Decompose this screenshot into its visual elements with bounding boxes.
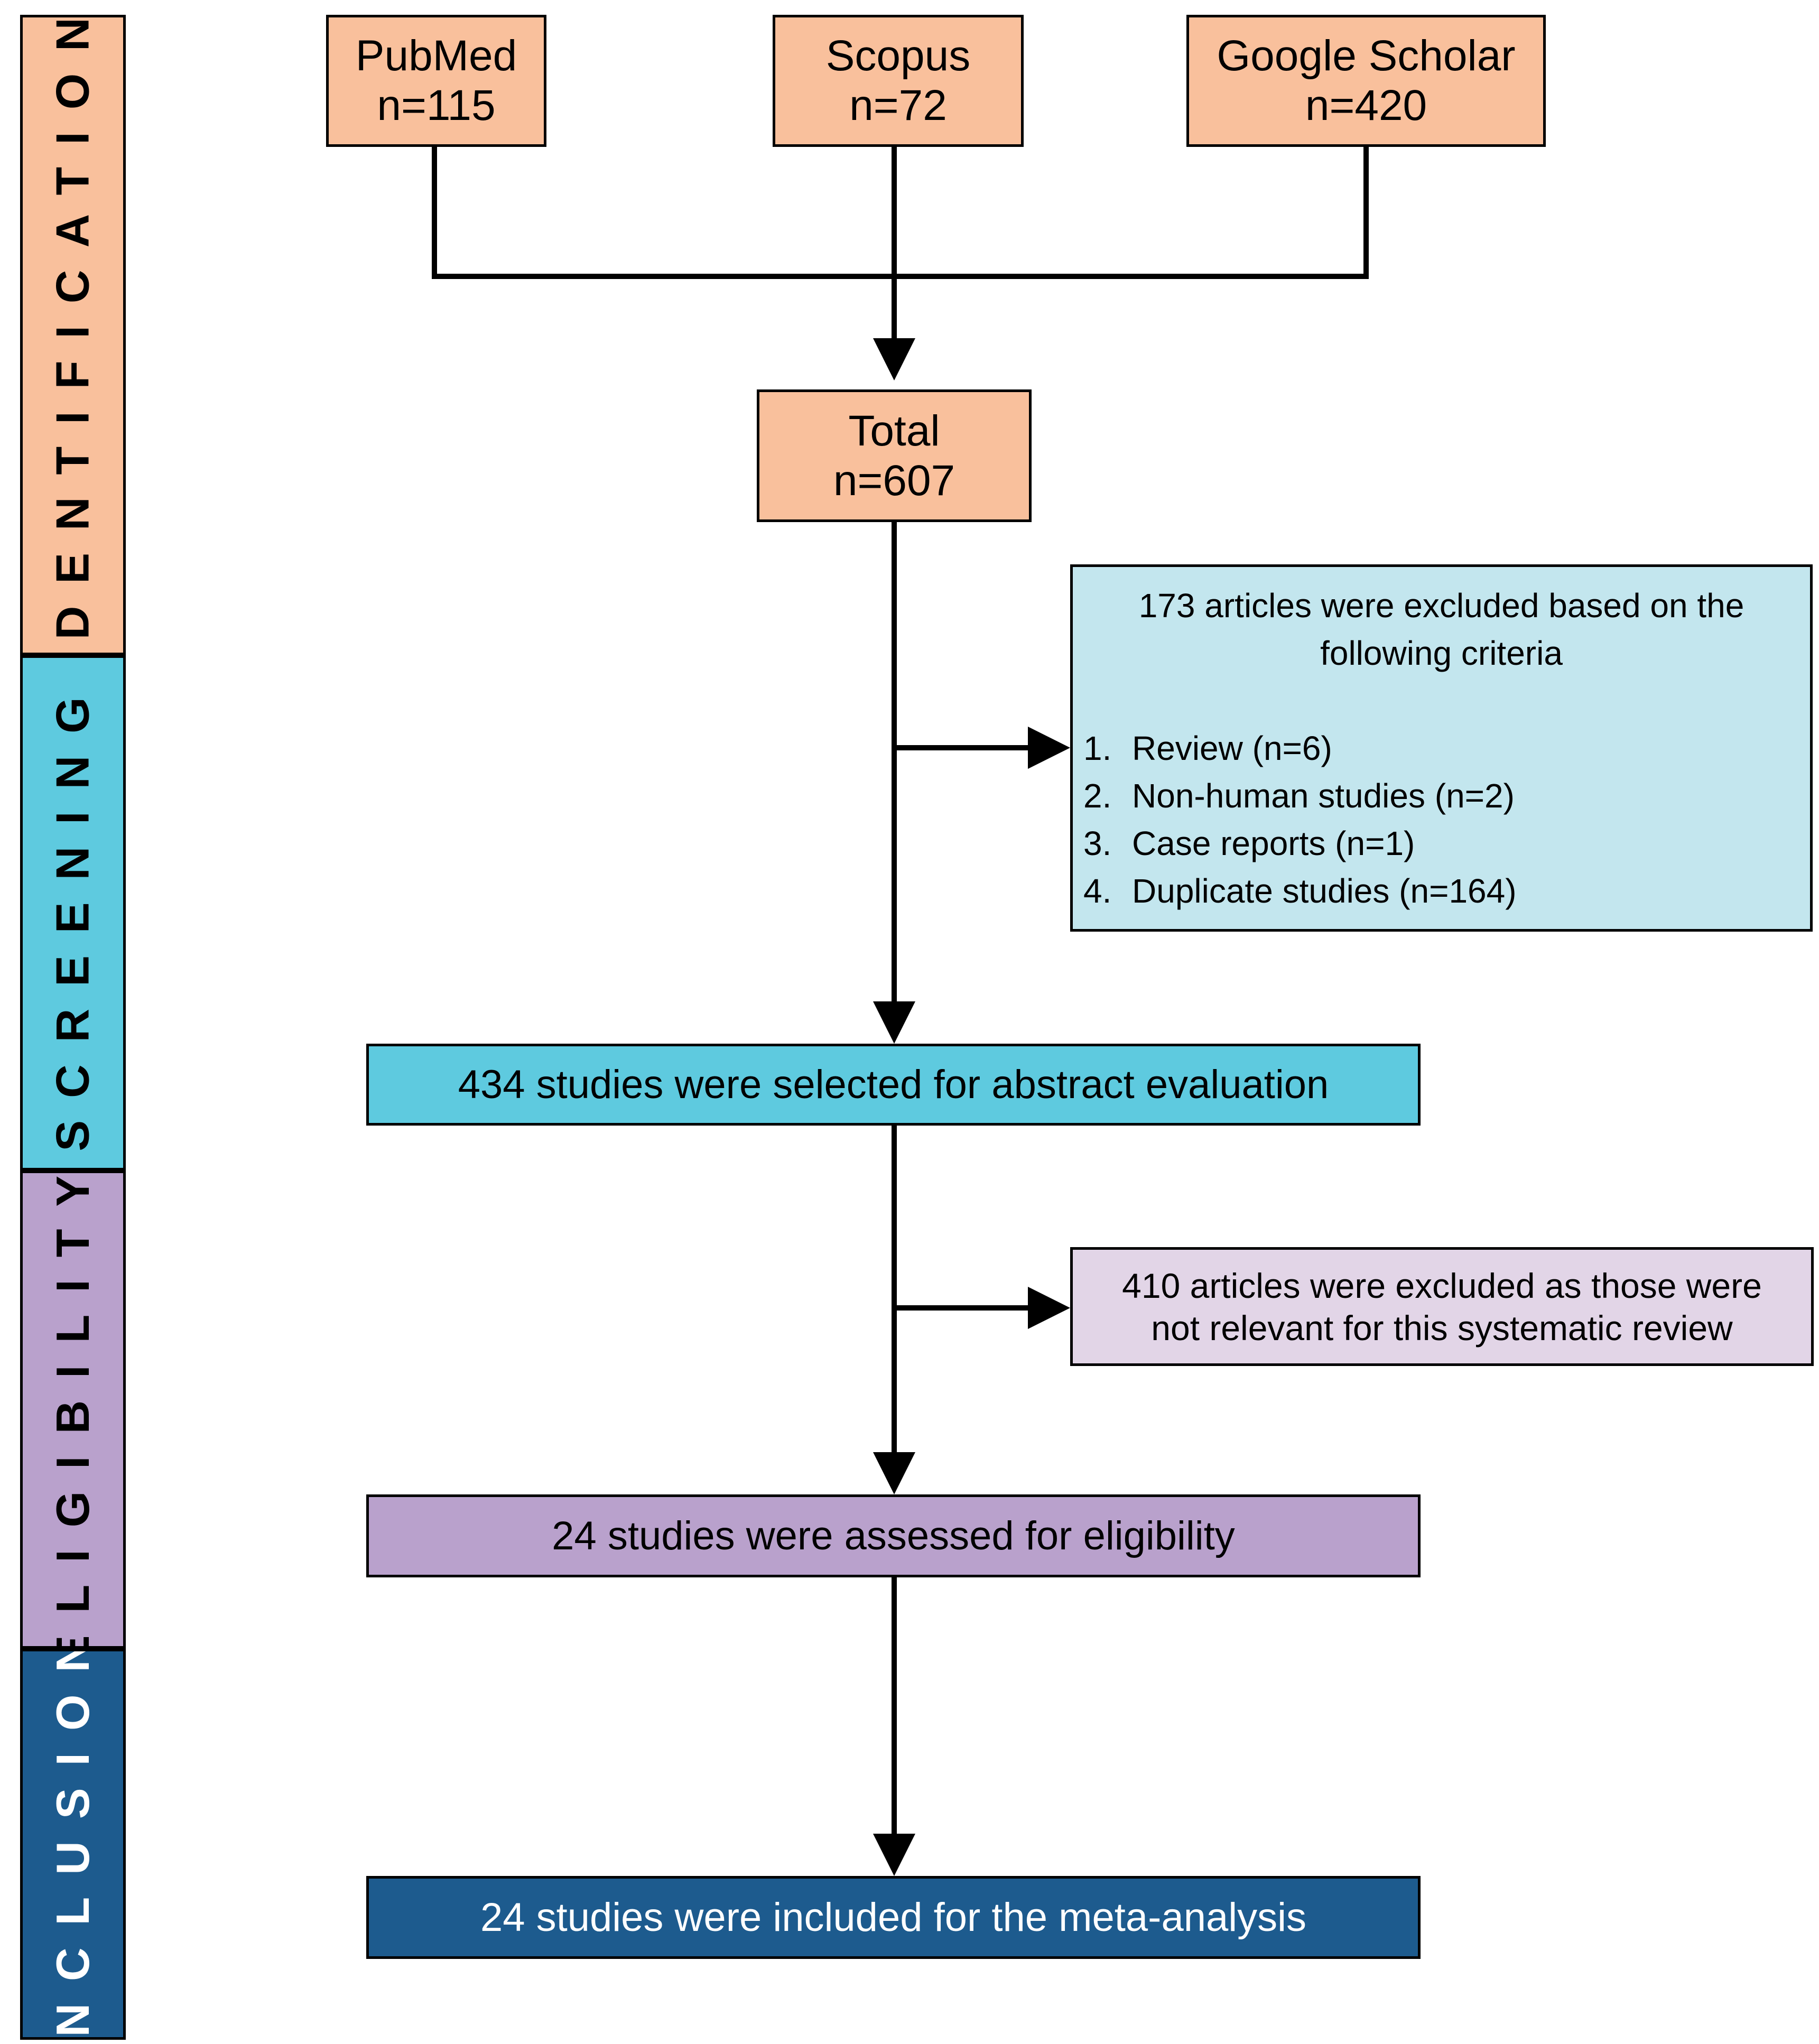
exclusion-criteria-list: 1.Review (n=6) 2.Non-human studies (n=2)… xyxy=(1083,724,1517,915)
inclusion-box: 24 studies were included for the meta-an… xyxy=(366,1876,1421,1959)
phase-band-identification: IDENTIFICATION xyxy=(20,15,126,655)
source-box-google-scholar: Google Scholar n=420 xyxy=(1186,15,1546,147)
exclusion-1-heading: 173 articles were excluded based on the … xyxy=(1138,587,1744,672)
eligibility-box: 24 studies were assessed for eligibility xyxy=(366,1494,1421,1577)
eligibility-box-text: 24 studies were assessed for eligibility xyxy=(552,1513,1235,1558)
source-box-pubmed: PubMed n=115 xyxy=(326,15,546,147)
inclusion-box-text: 24 studies were included for the meta-an… xyxy=(480,1895,1307,1940)
source-count: n=115 xyxy=(377,81,496,129)
exclusion-criterion: 3.Case reports (n=1) xyxy=(1083,824,1415,862)
total-box: Total n=607 xyxy=(757,389,1032,522)
phase-band-inclusion: INCLUSION xyxy=(20,1649,126,2040)
exclusion-2-line-2: not relevant for this systematic review xyxy=(1151,1308,1733,1348)
screening-box: 434 studies were selected for abstract e… xyxy=(366,1044,1421,1126)
source-name: PubMed xyxy=(355,32,517,80)
source-name: Scopus xyxy=(825,32,971,80)
source-count: n=420 xyxy=(1305,81,1427,129)
exclusion-criterion: 1.Review (n=6) xyxy=(1083,729,1332,767)
source-box-scopus: Scopus n=72 xyxy=(773,15,1024,147)
total-count: n=607 xyxy=(833,456,955,505)
exclusion-box-1: 173 articles were excluded based on the … xyxy=(1070,564,1813,932)
screening-box-text: 434 studies were selected for abstract e… xyxy=(458,1062,1329,1107)
phase-band-screening: SCREENING xyxy=(20,655,126,1170)
exclusion-criterion: 2.Non-human studies (n=2) xyxy=(1083,777,1515,815)
source-count: n=72 xyxy=(849,81,947,129)
exclusion-2-line-1: 410 articles were excluded as those were xyxy=(1122,1266,1762,1305)
exclusion-box-2: 410 articles were excluded as those were… xyxy=(1070,1247,1814,1366)
exclusion-criterion: 4.Duplicate studies (n=164) xyxy=(1083,872,1517,910)
source-name: Google Scholar xyxy=(1217,32,1516,80)
total-label: Total xyxy=(848,406,940,455)
phase-band-eligibility: ELIGIBILITY xyxy=(20,1170,126,1649)
